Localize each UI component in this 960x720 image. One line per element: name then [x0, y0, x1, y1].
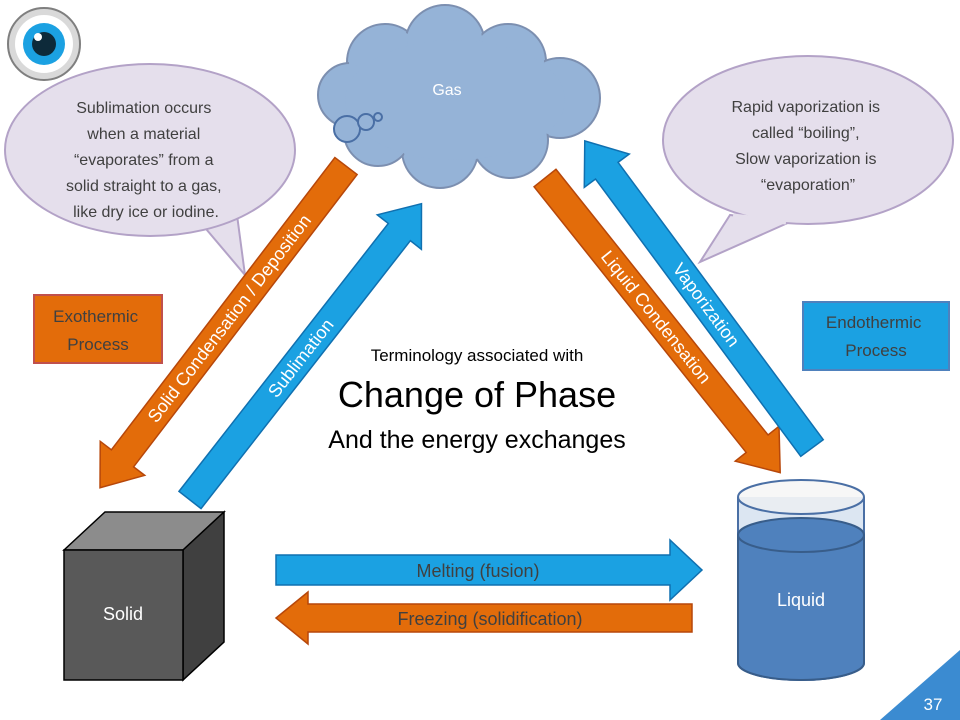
svg-text:Exothermic Process: Exothermic Process [53, 307, 143, 354]
liquid-beaker: Liquid [737, 479, 865, 681]
svg-text:Rapid vaporization is ca: Rapid vaporization is called “boiling”, … [732, 99, 885, 194]
vaporization-callout: Rapid vaporization is called “boiling”, … [662, 55, 954, 265]
callout-sublimation-line: Sublimation occurs [76, 100, 211, 117]
freezing-label: Freezing (solidification) [397, 609, 582, 629]
callout-vaporization-line: called “boiling”, [752, 125, 860, 142]
exothermic-line: Process [67, 335, 128, 354]
slide-number-corner: 37 [880, 650, 960, 720]
callout-sublimation-line: like dry ice or iodine. [73, 204, 219, 221]
endothermic-label-box: Endothermic Process [802, 301, 950, 371]
endothermic-line: Process [845, 341, 906, 360]
melting-arrow: Melting (fusion) [275, 538, 704, 602]
title-block: Terminology associated with Change of Ph… [328, 346, 625, 454]
endothermic-line: Endothermic [826, 313, 922, 332]
callout-sublimation-line: “evaporates” from a [74, 152, 214, 169]
melting-label: Melting (fusion) [416, 561, 539, 581]
callout-sublimation-line: solid straight to a gas, [66, 178, 222, 195]
freezing-arrow: Freezing (solidification) [274, 590, 693, 646]
solid-label: Solid [103, 604, 143, 624]
exothermic-label-box: Exothermic Process [33, 294, 163, 364]
callout-vaporization-line: “evaporation” [761, 177, 855, 194]
title-kicker: Terminology associated with [371, 346, 584, 365]
solid-cube: Solid [62, 510, 226, 682]
title-subtitle: And the energy exchanges [328, 426, 625, 454]
sublimation-callout: Sublimation occurs when a material “evap… [4, 63, 296, 279]
sublimation-label: Sublimation [264, 315, 338, 401]
svg-text:Sublimation occurs when: Sublimation occurs when a material “evap… [66, 100, 226, 221]
callout-vaporization-line: Slow vaporization is [735, 151, 876, 168]
callout-sublimation-line: when a material [86, 126, 200, 143]
eye-icon [7, 7, 81, 81]
gas-label: Gas [432, 82, 461, 99]
liquid-label: Liquid [777, 590, 825, 610]
exothermic-line: Exothermic [53, 307, 139, 326]
svg-text:Endothermic Process: Endothermic Process [826, 313, 926, 360]
page-title: Change of Phase [338, 374, 616, 415]
callout-vaporization-line: Rapid vaporization is [732, 99, 881, 116]
gas-cloud: Gas [317, 4, 601, 189]
slide-number: 37 [924, 695, 943, 714]
